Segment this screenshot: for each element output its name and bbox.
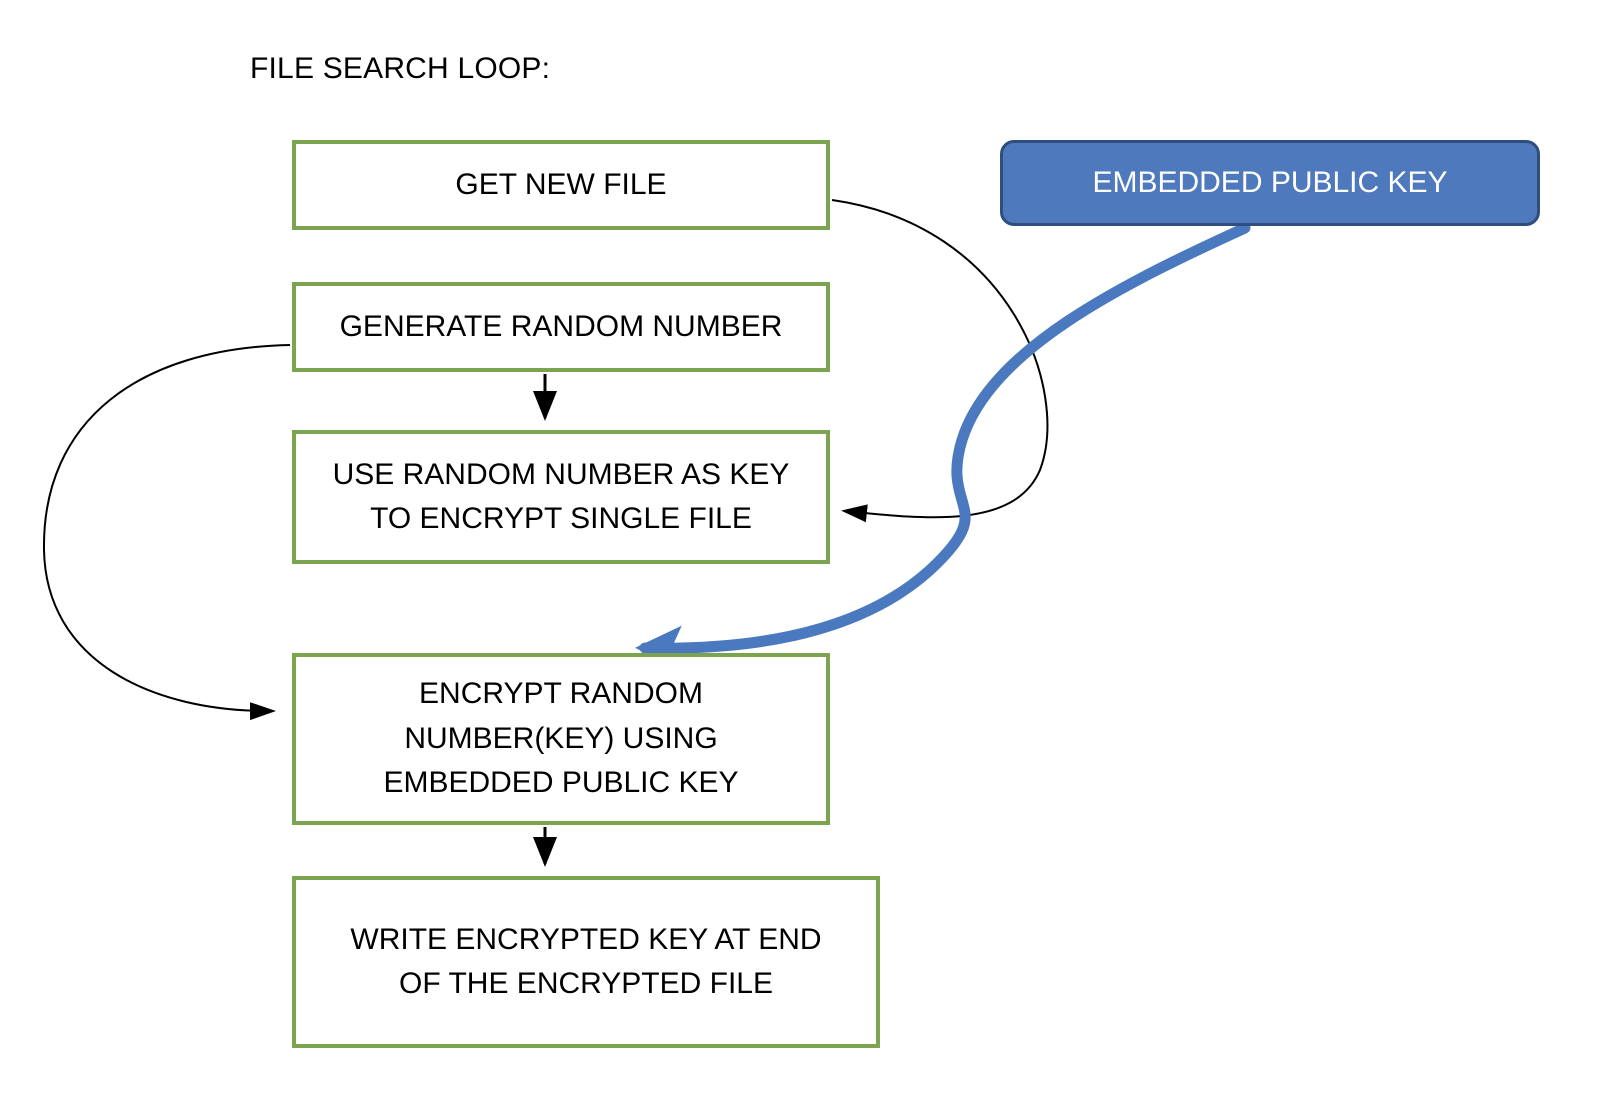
node-use-random-number-as-key[interactable]: USE RANDOM NUMBER AS KEY TO ENCRYPT SING…	[292, 430, 830, 564]
node-generate-random-number[interactable]: GENERATE RANDOM NUMBER	[292, 282, 830, 372]
node-embedded-public-key[interactable]: EMBEDDED PUBLIC KEY	[1000, 140, 1540, 226]
node-label: GENERATE RANDOM NUMBER	[339, 309, 783, 343]
node-label: USE RANDOM NUMBER AS KEY TO ENCRYPT SING…	[332, 457, 790, 535]
node-write-encrypted-key[interactable]: WRITE ENCRYPTED KEY AT END OF THE ENCRYP…	[292, 876, 880, 1048]
node-encrypt-random-number[interactable]: ENCRYPT RANDOM NUMBER(KEY) USING EMBEDDE…	[292, 653, 830, 825]
node-get-new-file[interactable]: GET NEW FILE	[292, 140, 830, 230]
node-label: GET NEW FILE	[455, 167, 667, 201]
node-label: WRITE ENCRYPTED KEY AT END OF THE ENCRYP…	[350, 922, 822, 1000]
node-label: EMBEDDED PUBLIC KEY	[1092, 166, 1448, 199]
edge-loop-to-use-file	[831, 199, 1049, 523]
edge-generate-to-encrypt	[42, 344, 291, 721]
node-label: ENCRYPT RANDOM NUMBER(KEY) USING EMBEDDE…	[383, 677, 739, 800]
page-title: FILE SEARCH LOOP:	[250, 52, 551, 85]
